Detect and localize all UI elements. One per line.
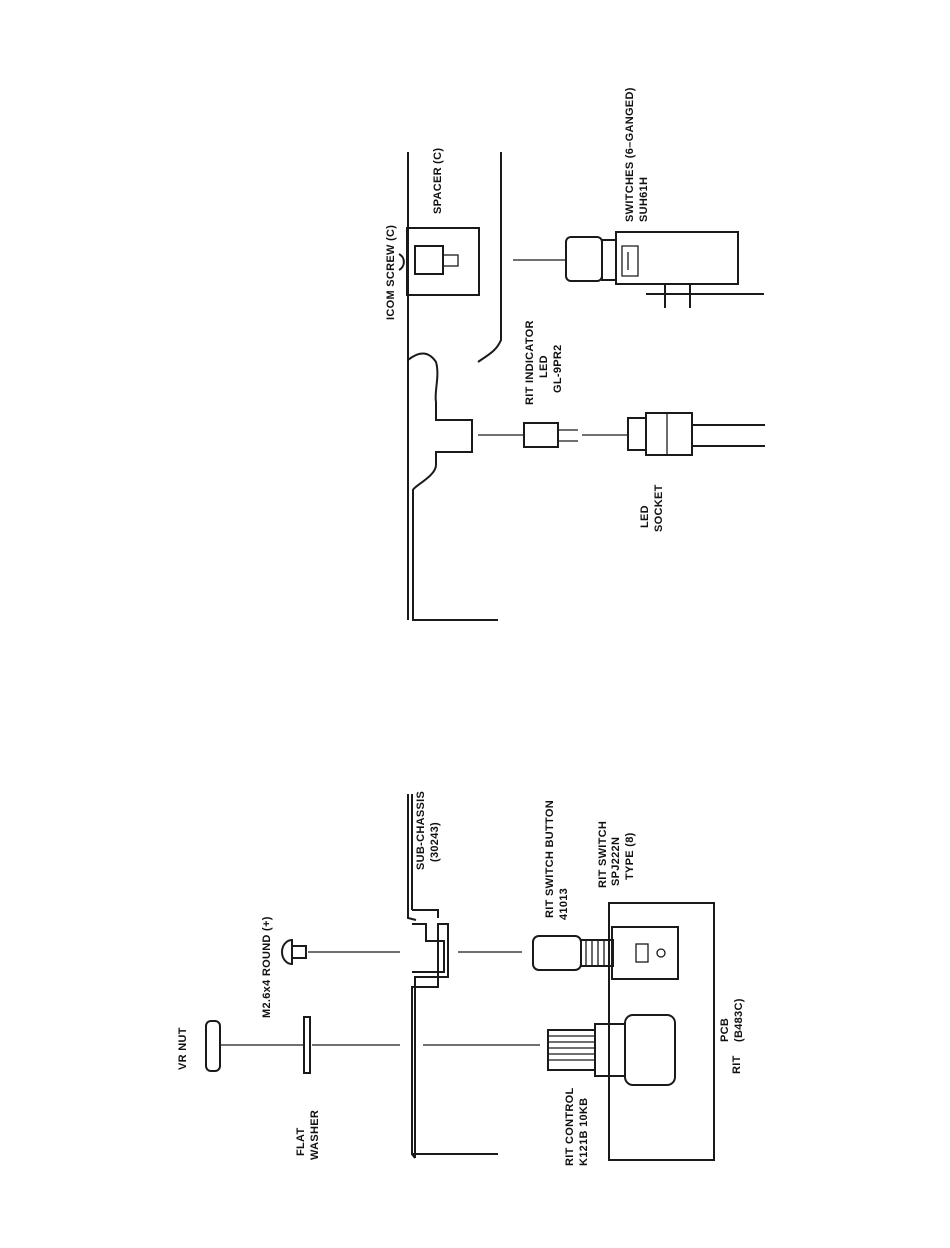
- bottom-assembly-diagram: VR NUT FLAT WASHER M2.6x4 ROUND (+) SUB-…: [177, 791, 745, 1166]
- flat-washer-label: FLAT: [295, 1128, 307, 1157]
- rit-switch-model-label: SPJ222N: [610, 837, 622, 886]
- sub-chassis-step: [412, 924, 444, 972]
- rit-switch-part: [581, 927, 678, 979]
- flat-washer-sub-label: WASHER: [309, 1110, 321, 1160]
- rit-switch-type-label: TYPE (8): [624, 832, 636, 880]
- rit-switch-button-part: [533, 936, 581, 970]
- screw-part: [282, 940, 306, 964]
- rit-pcb-number-label: (B483C): [733, 998, 745, 1042]
- sub-chassis-number-label: (30243): [429, 822, 441, 862]
- rit-indicator-led-part: [524, 423, 578, 447]
- sub-chassis-label: SUB-CHASSIS: [415, 791, 427, 870]
- screw-label: M2.6x4 ROUND (+): [261, 916, 273, 1018]
- front-panel-outline: [408, 152, 498, 620]
- led-socket-label: LED: [639, 505, 651, 528]
- rit-pcb-sub-label: PCB: [719, 1018, 731, 1042]
- rit-switch-button-label: RIT SWITCH BUTTON: [544, 800, 556, 918]
- rit-led-model-label: GL-9PR2: [552, 344, 564, 393]
- rit-led-sub-label: LED: [538, 355, 550, 378]
- rit-led-label: RIT INDICATOR: [524, 320, 536, 405]
- led-socket-sub-label: SOCKET: [653, 484, 665, 532]
- switches-6-ganged-part: [566, 232, 764, 308]
- top-assembly-diagram: ICOM SCREW (C) SPACER (C) SWITCHES (6–GA…: [385, 87, 765, 620]
- switches-label: SWITCHES (6–GANGED): [624, 87, 636, 222]
- icom-screw-label: ICOM SCREW (C): [385, 225, 397, 320]
- vr-nut-part: [206, 1021, 220, 1071]
- flat-washer-part: [304, 1017, 310, 1073]
- rit-control-label: RIT CONTROL: [564, 1088, 576, 1166]
- panel-inner-line: [478, 152, 501, 362]
- rit-switch-label: RIT SWITCH: [597, 821, 609, 888]
- rit-control-part: [548, 1015, 675, 1085]
- rit-control-model-label: K121B 10KB: [578, 1098, 590, 1166]
- switches-model-label: SUH61H: [638, 177, 650, 222]
- rit-pcb-label: RIT: [731, 1055, 743, 1074]
- rit-switch-button-number-label: 41013: [558, 888, 570, 920]
- vr-nut-label: VR NUT: [177, 1027, 189, 1070]
- spacer-label: SPACER (C): [432, 148, 444, 214]
- led-socket-part: [628, 413, 765, 455]
